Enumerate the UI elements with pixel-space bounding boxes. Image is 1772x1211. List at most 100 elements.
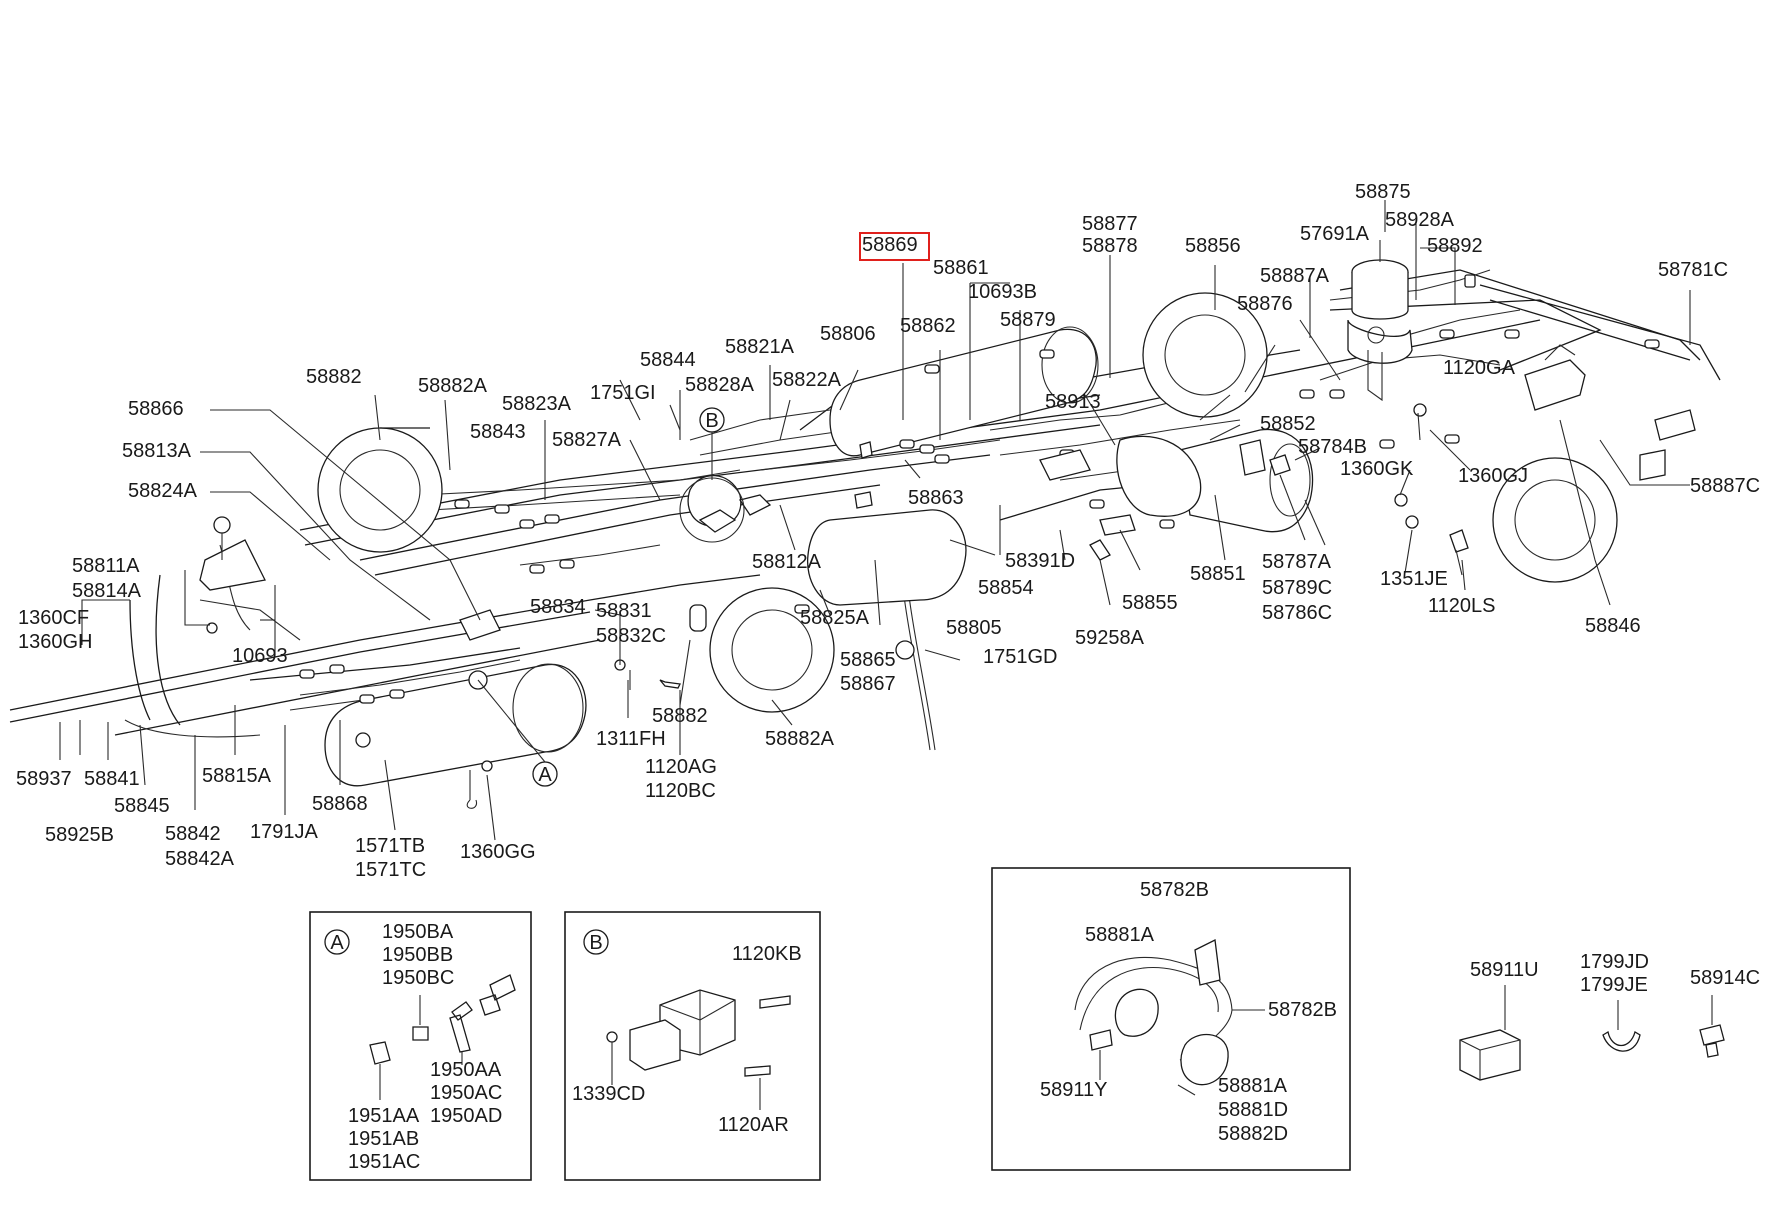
label-10693B[interactable]: 10693B	[968, 281, 1037, 303]
label-58881A-b[interactable]: 58881A	[1218, 1075, 1288, 1097]
label-1360GH[interactable]: 1360GH	[18, 631, 93, 653]
label-1120AG[interactable]: 1120AG	[645, 756, 717, 778]
label-58925B[interactable]: 58925B	[45, 824, 114, 846]
label-1360GK[interactable]: 1360GK	[1340, 458, 1414, 480]
label-58812A[interactable]: 58812A	[752, 551, 822, 573]
label-1360CF[interactable]: 1360CF	[18, 607, 89, 629]
label-1339CD[interactable]: 1339CD	[572, 1083, 645, 1105]
label-58866[interactable]: 58866	[128, 398, 184, 420]
label-58881D[interactable]: 58881D	[1218, 1099, 1288, 1121]
label-58854[interactable]: 58854	[978, 577, 1034, 599]
label-58834[interactable]: 58834	[530, 596, 586, 618]
label-58878[interactable]: 58878	[1082, 235, 1138, 257]
label-1950AA[interactable]: 1950AA	[430, 1059, 502, 1081]
label-58911U[interactable]: 58911U	[1470, 959, 1539, 981]
label-58882A-b[interactable]: 58882A	[765, 728, 835, 750]
label-1360GJ[interactable]: 1360GJ	[1458, 465, 1528, 487]
label-58937[interactable]: 58937	[16, 768, 72, 790]
label-1360GG[interactable]: 1360GG	[460, 841, 536, 863]
label-58875[interactable]: 58875	[1355, 181, 1411, 203]
label-1751GI[interactable]: 1751GI	[590, 382, 656, 404]
label-58823A[interactable]: 58823A	[502, 393, 572, 415]
label-1351JE[interactable]: 1351JE	[1380, 568, 1448, 590]
label-58856[interactable]: 58856	[1185, 235, 1241, 257]
label-58842A[interactable]: 58842A	[165, 848, 235, 870]
label-58869[interactable]: 58869	[862, 234, 918, 256]
label-57691A[interactable]: 57691A	[1300, 223, 1370, 245]
label-58821A[interactable]: 58821A	[725, 336, 795, 358]
label-1950BB[interactable]: 1950BB	[382, 944, 453, 966]
label-58814A[interactable]: 58814A	[72, 580, 142, 602]
label-58911Y[interactable]: 58911Y	[1040, 1079, 1107, 1101]
label-58806[interactable]: 58806	[820, 323, 876, 345]
label-58882-b[interactable]: 58882	[652, 705, 708, 727]
label-58822A[interactable]: 58822A	[772, 369, 842, 391]
label-58928A[interactable]: 58928A	[1385, 209, 1455, 231]
label-1791JA[interactable]: 1791JA	[250, 821, 318, 843]
label-59258A[interactable]: 59258A	[1075, 627, 1145, 649]
label-58845[interactable]: 58845	[114, 795, 170, 817]
label-1571TB[interactable]: 1571TB	[355, 835, 425, 857]
label-1799JD[interactable]: 1799JD	[1580, 951, 1649, 973]
label-58863[interactable]: 58863	[908, 487, 964, 509]
label-58787A[interactable]: 58787A	[1262, 551, 1332, 573]
label-58827A[interactable]: 58827A	[552, 429, 622, 451]
label-58786C[interactable]: 58786C	[1262, 602, 1332, 624]
label-58846[interactable]: 58846	[1585, 615, 1641, 637]
label-58887A[interactable]: 58887A	[1260, 265, 1330, 287]
label-58887C[interactable]: 58887C	[1690, 475, 1760, 497]
label-58784B[interactable]: 58784B	[1298, 436, 1367, 458]
label-58824A[interactable]: 58824A	[128, 480, 198, 502]
label-58882[interactable]: 58882	[306, 366, 362, 388]
label-58825A[interactable]: 58825A	[800, 607, 870, 629]
label-1120KB[interactable]: 1120KB	[732, 943, 802, 965]
label-58851[interactable]: 58851	[1190, 563, 1246, 585]
label-58781C[interactable]: 58781C	[1658, 259, 1728, 281]
label-58914C[interactable]: 58914C	[1690, 967, 1760, 989]
label-58862[interactable]: 58862	[900, 315, 956, 337]
label-58877[interactable]: 58877	[1082, 213, 1138, 235]
label-58852[interactable]: 58852	[1260, 413, 1316, 435]
label-58782B-b[interactable]: 58782B	[1268, 999, 1337, 1021]
label-58892[interactable]: 58892	[1427, 235, 1483, 257]
label-1571TC[interactable]: 1571TC	[355, 859, 426, 881]
label-1951AB[interactable]: 1951AB	[348, 1128, 419, 1150]
label-58865[interactable]: 58865	[840, 649, 896, 671]
label-58868[interactable]: 58868	[312, 793, 368, 815]
label-58831[interactable]: 58831	[596, 600, 652, 622]
label-58813A[interactable]: 58813A	[122, 440, 192, 462]
label-58815A[interactable]: 58815A	[202, 765, 272, 787]
label-10693[interactable]: 10693	[232, 645, 288, 667]
label-58805[interactable]: 58805	[946, 617, 1002, 639]
label-1950AD[interactable]: 1950AD	[430, 1105, 502, 1127]
label-58882A[interactable]: 58882A	[418, 375, 488, 397]
label-58913[interactable]: 58913	[1045, 391, 1101, 413]
label-1951AC[interactable]: 1951AC	[348, 1151, 420, 1173]
label-58391D[interactable]: 58391D	[1005, 550, 1075, 572]
label-1311FH[interactable]: 1311FH	[596, 728, 666, 750]
label-58876[interactable]: 58876	[1237, 293, 1293, 315]
label-58841[interactable]: 58841	[84, 768, 140, 790]
label-58882D[interactable]: 58882D	[1218, 1123, 1288, 1145]
label-58828A[interactable]: 58828A	[685, 374, 755, 396]
label-1751GD[interactable]: 1751GD	[983, 646, 1058, 668]
label-58867[interactable]: 58867	[840, 673, 896, 695]
label-1950AC[interactable]: 1950AC	[430, 1082, 502, 1104]
label-58879[interactable]: 58879	[1000, 309, 1056, 331]
label-58789C[interactable]: 58789C	[1262, 577, 1332, 599]
label-58844[interactable]: 58844	[640, 349, 696, 371]
label-58861[interactable]: 58861	[933, 257, 989, 279]
label-1799JE[interactable]: 1799JE	[1580, 974, 1648, 996]
label-1950BA[interactable]: 1950BA	[382, 921, 454, 943]
label-58843[interactable]: 58843	[470, 421, 526, 443]
label-58782B[interactable]: 58782B	[1140, 879, 1209, 901]
label-1120LS[interactable]: 1120LS	[1428, 595, 1495, 617]
label-1120GA[interactable]: 1120GA	[1443, 357, 1516, 379]
label-58811A[interactable]: 58811A	[72, 555, 140, 577]
label-1950BC[interactable]: 1950BC	[382, 967, 454, 989]
label-1120BC[interactable]: 1120BC	[645, 780, 716, 802]
label-58881A[interactable]: 58881A	[1085, 924, 1155, 946]
label-58842[interactable]: 58842	[165, 823, 221, 845]
label-58832C[interactable]: 58832C	[596, 625, 666, 647]
label-1951AA[interactable]: 1951AA	[348, 1105, 420, 1127]
